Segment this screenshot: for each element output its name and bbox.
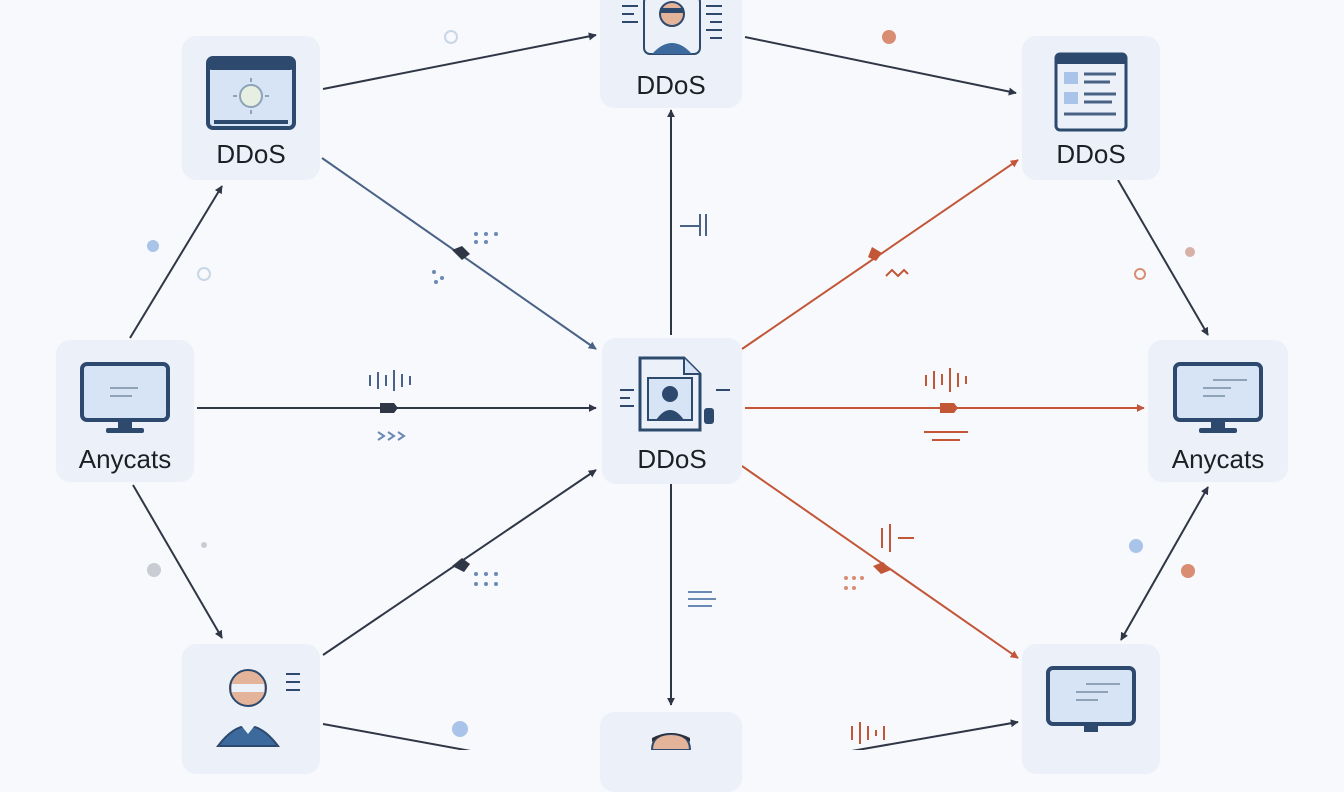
edge-midleft-to-topleft: [129, 185, 223, 339]
profile-document-icon: [620, 356, 730, 432]
edge-knots: [380, 246, 958, 574]
edge-knot: [452, 246, 470, 260]
edge-knot: [380, 403, 398, 413]
edge-center-to-bottomright: [741, 465, 1019, 659]
node-label: DDoS: [216, 139, 286, 169]
edge-topleft-to-topcenter: [322, 32, 597, 90]
signal-icon: [377, 431, 406, 441]
edge-midright-bottomright-bidirectional: [1120, 486, 1209, 641]
edge-knot: [940, 403, 958, 413]
edge-topright-to-midright: [1117, 179, 1209, 336]
edge-knot: [873, 562, 891, 574]
node-label: DDoS: [636, 70, 706, 100]
user-profile-icon: [622, 0, 722, 55]
node-label: Anycats: [78, 444, 172, 474]
node-mid-left[interactable]: Anycats: [56, 340, 194, 482]
monitor-icon: [80, 362, 170, 433]
edge-bottomcenter-to-bottomright: [851, 719, 1019, 750]
signal-icon: [881, 524, 914, 552]
node-label: Anycats: [1171, 444, 1265, 474]
signal-icon: [369, 370, 411, 391]
edge-bottomleft-to-bottomcenter: [322, 723, 471, 750]
node-bottom-center[interactable]: [600, 712, 742, 792]
signal-icon: [688, 591, 716, 607]
node-top-right[interactable]: DDoS: [1022, 36, 1160, 180]
signal-icon: [680, 214, 707, 236]
signal-glyphs: [369, 214, 968, 744]
signal-icon: [885, 268, 909, 278]
edge-topcenter-to-topright: [744, 36, 1017, 96]
node-label: DDoS: [1056, 139, 1126, 169]
dot-clusters: [432, 232, 864, 590]
user-avatar-icon: [215, 669, 300, 747]
node-top-center[interactable]: DDoS: [600, 0, 742, 108]
node-label: DDoS: [637, 444, 707, 474]
edge-midleft-to-bottomleft: [132, 484, 223, 639]
node-top-left[interactable]: DDoS: [182, 36, 320, 180]
node-bottom-left[interactable]: [182, 644, 320, 774]
signal-icon: [851, 722, 885, 744]
document-window-icon: [1054, 52, 1128, 132]
signal-icon: [924, 368, 968, 441]
node-center[interactable]: DDoS: [602, 338, 742, 484]
monitor-icon: [1046, 666, 1136, 732]
edge-knot: [868, 247, 882, 261]
floating-dots: [147, 30, 1195, 737]
browser-window-icon: [206, 56, 296, 130]
node-mid-right[interactable]: Anycats: [1148, 340, 1288, 482]
user-avatar-icon: [650, 732, 692, 750]
network-diagram: [129, 30, 1209, 750]
node-bottom-right[interactable]: [1022, 644, 1160, 774]
monitor-icon: [1173, 362, 1263, 433]
edge-knot: [452, 558, 470, 572]
